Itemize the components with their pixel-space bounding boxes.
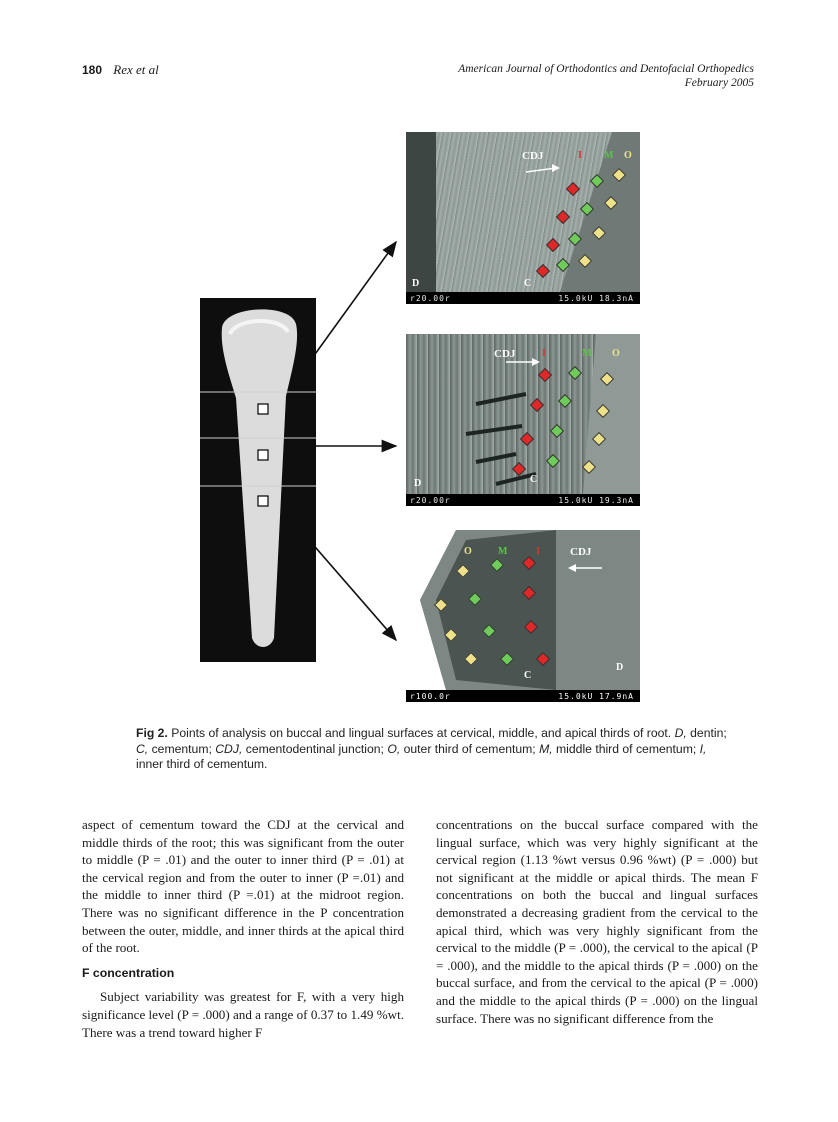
- micrograph-apical: CDJ O M I D C r100.0r 15.0kU 17.9nA: [406, 530, 640, 702]
- zone-label-outer: O: [464, 546, 472, 557]
- zone-label-middle: M: [604, 150, 614, 161]
- cementum-label: C: [530, 474, 538, 485]
- scale-readout-right: 15.0kU 17.9nA: [558, 692, 634, 701]
- zone-label-inner: I: [578, 150, 582, 161]
- dentin-label: D: [414, 478, 422, 489]
- scale-readout-left: r100.0r: [410, 692, 451, 701]
- middle-sample-box: [257, 449, 269, 461]
- arrow-cervical: [299, 240, 397, 376]
- micrograph-cervical: CDJ I M O D C r20.00r 15.0kU 18.3nA: [406, 132, 640, 304]
- figure-2: CDJ I M O D C r20.00r 15.0kU 18.3nA CDJ …: [200, 130, 640, 710]
- paragraph-f-continued: concentrations on the buccal surface com…: [436, 817, 758, 1026]
- body-column-right: concentrations on the buccal surface com…: [436, 816, 758, 1027]
- running-header-right: American Journal of Orthodontics and Den…: [458, 62, 754, 90]
- zone-label-inner: I: [542, 348, 546, 359]
- tooth-section-image: [200, 298, 316, 662]
- cdj-label: CDJ: [522, 150, 544, 162]
- zone-label-inner: I: [536, 546, 540, 557]
- scale-readout-left: r20.00r: [410, 294, 451, 303]
- caption-label: Fig 2.: [136, 726, 168, 740]
- running-header-left: 180 Rex et al: [82, 62, 159, 78]
- zone-label-outer: O: [624, 150, 632, 161]
- cdj-label: CDJ: [570, 546, 592, 558]
- running-authors: Rex et al: [113, 62, 159, 77]
- scale-readout-right: 15.0kU 19.3nA: [558, 496, 634, 505]
- zone-label-middle: M: [498, 546, 508, 557]
- tooth-graphic: [200, 309, 316, 647]
- apical-sample-box: [257, 495, 269, 507]
- journal-title: American Journal of Orthodontics and Den…: [458, 63, 754, 75]
- cementum-label: C: [524, 278, 532, 289]
- figure-caption: Fig 2. Points of analysis on buccal and …: [136, 726, 727, 771]
- paragraph-f-concentration: Subject variability was greatest for F, …: [82, 989, 404, 1040]
- zone-label-outer: O: [612, 348, 620, 359]
- scale-readout-right: 15.0kU 18.3nA: [558, 294, 634, 303]
- page-number: 180: [82, 63, 103, 77]
- micrograph-middle: CDJ I M O D C r20.00r 15.0kU 19.3nA: [406, 334, 640, 506]
- paragraph-p-concentration: aspect of cementum toward the CDJ at the…: [82, 817, 404, 956]
- zone-label-middle: M: [582, 348, 592, 359]
- dentin-label: D: [616, 662, 624, 673]
- dentin-label: D: [412, 278, 420, 289]
- scale-readout-left: r20.00r: [410, 496, 451, 505]
- issue-date: February 2005: [684, 77, 754, 89]
- cervical-sample-box: [257, 403, 269, 415]
- body-column-left: aspect of cementum toward the CDJ at the…: [82, 816, 404, 1041]
- cdj-label: CDJ: [494, 348, 516, 360]
- cementum-label: C: [524, 670, 532, 681]
- section-heading-f-concentration: F concentration: [82, 965, 175, 980]
